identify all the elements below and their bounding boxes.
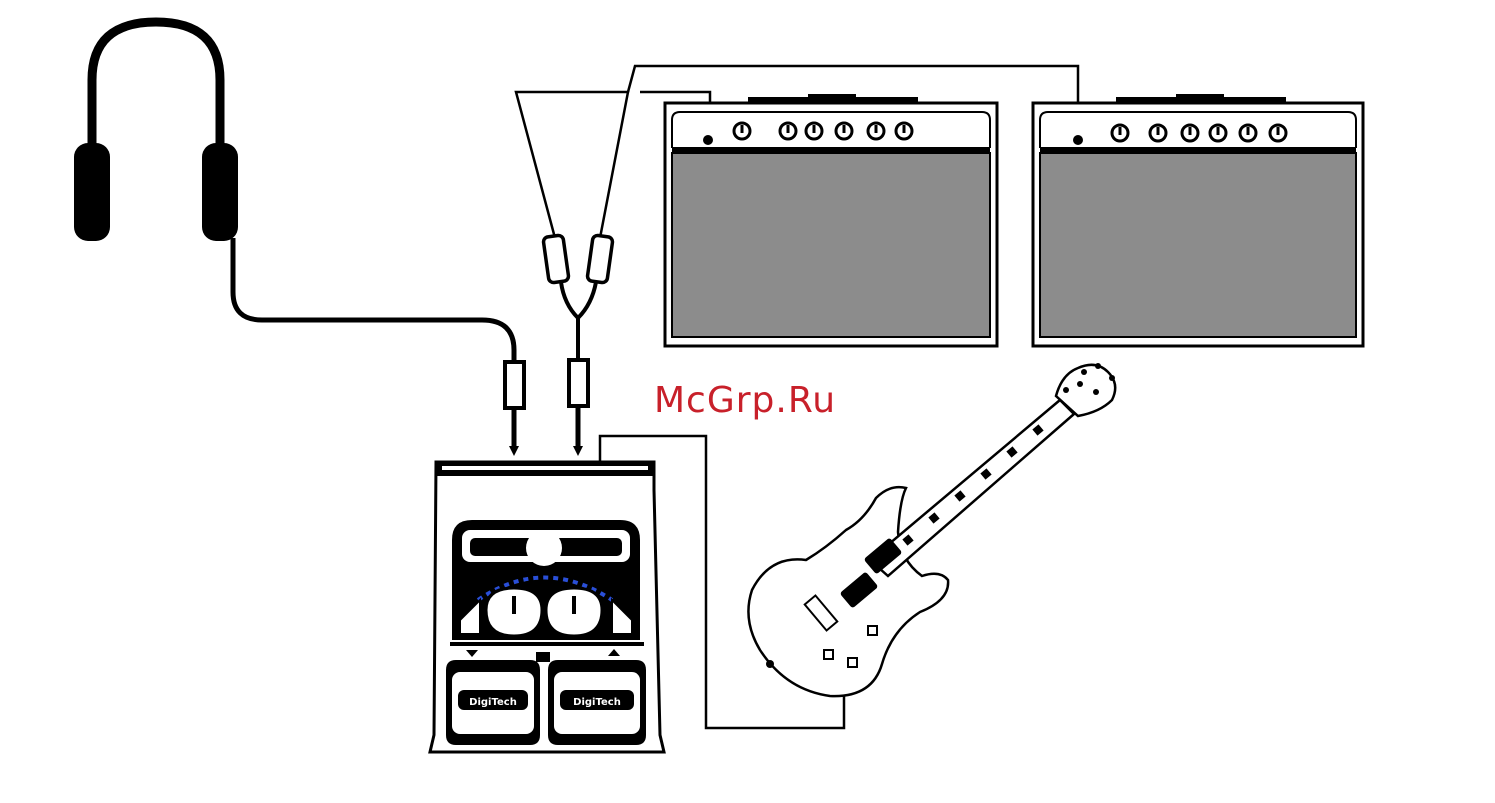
amplifier-left	[665, 94, 997, 346]
watermark-text: McGrp.Ru	[654, 380, 836, 421]
pedal-brand-right: DigiTech	[573, 697, 621, 708]
multi-effects-pedal-icon	[430, 462, 664, 752]
pedal-brand-left: DigiTech	[469, 697, 517, 708]
headphone-plug	[505, 362, 524, 456]
headphone-cable	[233, 238, 514, 362]
headphones-icon	[74, 22, 238, 241]
